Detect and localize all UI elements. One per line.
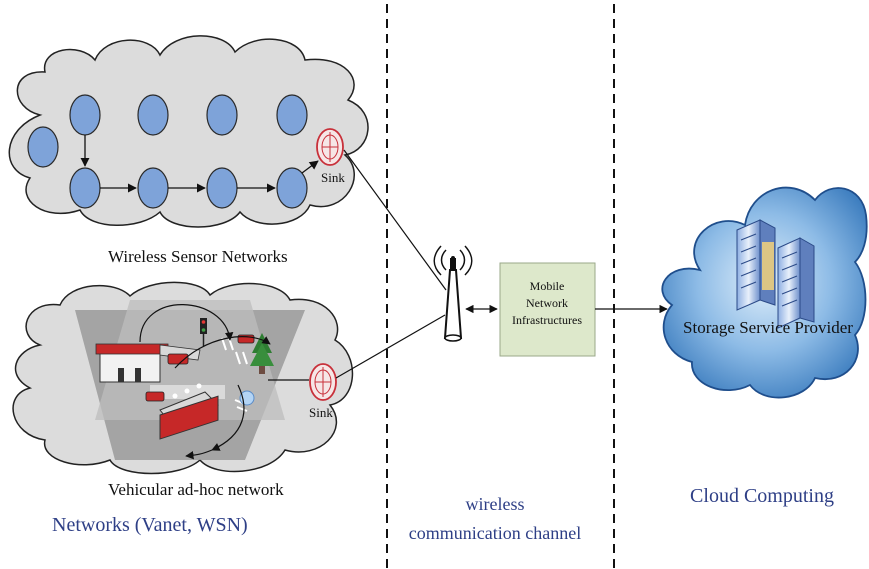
sensor-node (276, 94, 308, 136)
vanet-sink-icon (309, 363, 337, 401)
wsn-nodes (27, 94, 308, 209)
wsn-sink-label: Sink (321, 170, 345, 185)
wsn-caption: Wireless Sensor Networks (108, 247, 288, 266)
sensor-node (206, 94, 238, 136)
sensor-node (137, 94, 169, 136)
cloud-computing-section-title: Cloud Computing (690, 485, 834, 507)
sensor-node (69, 167, 101, 209)
vanet-sink-label: Sink (309, 405, 333, 420)
infrastructure-label-line2: Network (526, 296, 568, 310)
vanet-sink-to-antenna-link (335, 314, 446, 379)
wsn-sink-icon (316, 128, 344, 166)
channel-title-line1: wireless (466, 494, 525, 514)
server-rack-icon (736, 219, 815, 329)
infrastructure-label-line1: Mobile (530, 279, 565, 293)
vanet-scene (75, 300, 305, 460)
wsn-arrows (80, 135, 319, 193)
channel-title-line2: communication channel (409, 523, 581, 543)
mobile-network-infrastructure-box (499, 262, 596, 357)
storage-service-provider-label: Storage Service Provider (683, 318, 853, 337)
networks-section-title: Networks (Vanet, WSN) (52, 514, 248, 536)
vanet-caption: Vehicular ad-hoc network (108, 480, 284, 499)
wsn-sink-to-antenna-link (343, 149, 447, 291)
sensor-node (276, 167, 308, 209)
sensor-node (27, 126, 59, 168)
bus-icon (159, 383, 219, 440)
traffic-light-icon (200, 318, 207, 346)
infrastructure-label-line3: Infrastructures (512, 313, 582, 327)
sensor-node (137, 167, 169, 209)
gas-station-icon (99, 349, 161, 383)
antenna-tower-icon (433, 245, 473, 342)
wsn-cloud (8, 35, 369, 228)
sensor-node (206, 167, 238, 209)
sensor-node (69, 94, 101, 136)
